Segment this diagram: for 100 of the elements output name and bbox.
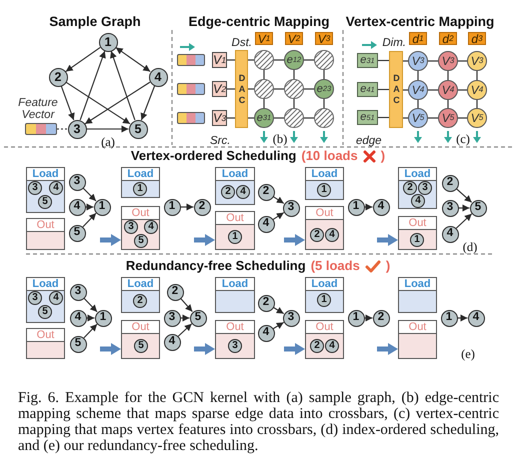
vertex-circle: 2	[194, 198, 210, 216]
wire	[248, 117, 254, 119]
vertex-circle: 5	[38, 195, 52, 209]
panel-heading: Out	[132, 321, 150, 333]
load-count: (5 loads	[310, 259, 360, 274]
figure-caption: Fig. 6. Example for the GCN kernel with (a) sample graph, (b) edge-centric mapping scheme that maps sparse edge data into crossbars, (c) vertex-centric mapping that maps vertex features into crossbars, (d) index-ordered scheduling, and (e) our redundancy-free scheduling.	[18, 390, 499, 454]
panel-heading: Out	[408, 217, 426, 229]
panel-heading: Out	[36, 219, 54, 231]
vertex-circle: 5	[134, 234, 148, 248]
vertex-circle: 1	[98, 32, 118, 52]
arrow	[66, 82, 130, 124]
vertex-circle: 3	[282, 310, 300, 326]
step-arrow	[100, 234, 121, 246]
panel-label: (d)	[462, 240, 478, 254]
arrow	[458, 204, 470, 212]
wire	[274, 59, 284, 61]
vertex-circle: 4	[442, 226, 458, 242]
feature-vector-icon	[177, 54, 205, 66]
vertex-circle: 1	[133, 182, 147, 196]
arrow	[273, 322, 284, 330]
vertex-circle: 4	[325, 228, 339, 242]
step-arrow	[377, 234, 398, 246]
output-buffer-panel	[121, 320, 160, 359]
panel-heading: Load	[32, 168, 59, 180]
load-buffer-panel	[398, 167, 437, 209]
wire	[417, 100, 419, 108]
output-buffer-panel	[215, 320, 255, 359]
panel-title: Edge-centric Mapping	[188, 14, 330, 29]
axis-label: Dst.	[232, 37, 252, 49]
wire	[227, 117, 235, 119]
output-buffer-panel	[305, 206, 344, 250]
wire	[476, 100, 478, 108]
load-buffer-panel	[398, 277, 437, 313]
wire	[274, 117, 284, 119]
wire	[428, 117, 438, 119]
vertex-circle: 3	[228, 339, 242, 353]
arrow	[272, 212, 284, 220]
arrow	[65, 47, 101, 72]
vertex-circle: 5	[38, 305, 52, 319]
arrow	[180, 298, 193, 312]
vertex-circle: 1	[348, 310, 364, 326]
arrow	[180, 314, 190, 322]
feature-vector-icon	[177, 112, 205, 124]
vertex-circle: 3	[124, 220, 138, 234]
step-arrow	[194, 343, 215, 355]
vertex-circle: 2	[166, 284, 184, 300]
arrow	[84, 298, 98, 312]
vertex-circle: 2	[258, 184, 274, 200]
wire	[378, 116, 389, 118]
arrow	[86, 204, 94, 210]
vertex-circle: 1	[164, 198, 180, 216]
panel-heading: Load	[32, 278, 59, 290]
vertex-circle: 4	[372, 198, 390, 216]
vertex-circle: 4	[258, 216, 274, 232]
vertex-circle: 5	[470, 200, 486, 216]
panel-heading: Load	[311, 278, 338, 290]
vertex-circle: 4	[468, 310, 484, 326]
panel-heading: Load	[404, 278, 431, 290]
vertex-circle: 4	[236, 185, 250, 199]
wire	[458, 60, 467, 62]
vertex-circle: 1	[440, 310, 458, 326]
vertex-circle: 2	[372, 310, 390, 326]
output-buffer-panel	[121, 206, 160, 250]
wire	[447, 100, 449, 108]
panel-label: (c)	[456, 132, 470, 146]
output-buffer-panel	[215, 211, 255, 250]
panel-label: (e)	[461, 347, 475, 361]
vertex-circle: 3	[164, 310, 180, 326]
panel-heading: Out	[316, 207, 334, 219]
arrow	[456, 213, 472, 229]
output-buffer-panel	[398, 216, 437, 250]
vertex-circle: 1	[228, 230, 242, 244]
wire	[227, 59, 235, 61]
wire	[476, 71, 478, 80]
vertex-circle: 3	[68, 120, 86, 138]
node-caption: Feature Vector	[17, 98, 59, 121]
vertex-circle: 4	[68, 198, 86, 216]
wire	[323, 99, 325, 108]
load-buffer-panel	[26, 167, 65, 213]
vertex-circle: 4	[70, 310, 86, 326]
panel-heading: Load	[127, 168, 154, 180]
vertex-circle: 3	[28, 291, 42, 305]
panel-heading: Out	[226, 212, 244, 224]
output-buffer-panel	[305, 320, 344, 359]
panel-title: Sample Graph	[49, 14, 141, 29]
panel-heading: Out	[132, 207, 150, 219]
wire	[458, 117, 467, 119]
arrow	[82, 212, 96, 228]
arrow	[140, 86, 156, 120]
vertex-circle: 1	[94, 198, 110, 216]
crossbar-cell	[284, 79, 304, 99]
panel-heading: Load	[311, 168, 338, 180]
vertex-circle: 3	[28, 181, 42, 195]
vertex-circle: 5	[68, 224, 86, 242]
wire	[378, 60, 389, 62]
double-arrow	[115, 47, 151, 72]
load-count: (10 loads	[301, 149, 358, 164]
wire	[304, 88, 314, 90]
load-buffer-panel	[215, 277, 255, 313]
panel-title: Vertex-centric Mapping	[346, 14, 494, 29]
